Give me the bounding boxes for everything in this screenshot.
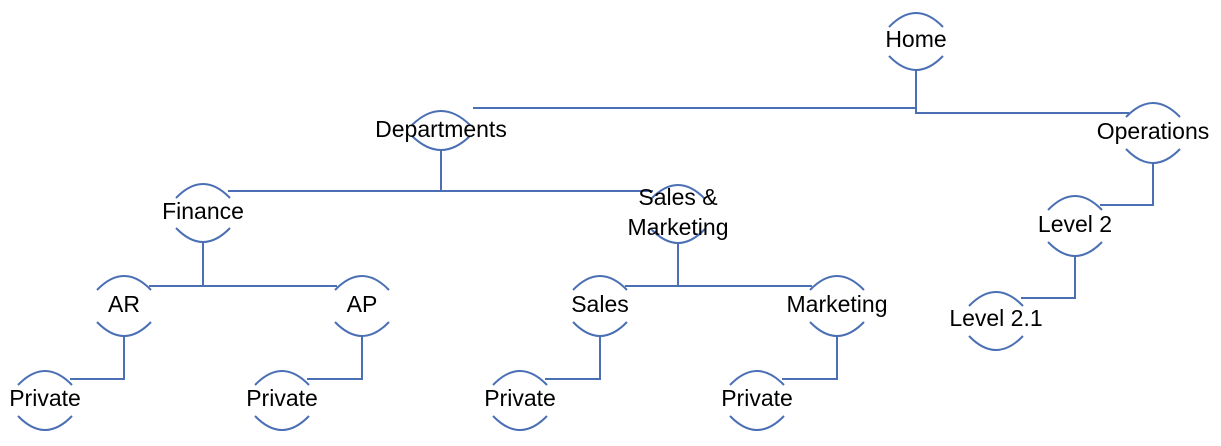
node-bottom-arc xyxy=(1125,148,1181,164)
node-bottom-arc xyxy=(411,135,471,151)
node-level-2-1: Level 2.1 xyxy=(949,291,1043,351)
node-top-arc xyxy=(96,275,152,291)
node-level-2: Level 2 xyxy=(1038,195,1112,257)
node-top-arc xyxy=(492,370,548,386)
node-label: AR xyxy=(108,291,140,317)
node-bottom-arc xyxy=(888,55,944,71)
node-bottom-arc xyxy=(492,415,548,431)
node-label: Departments xyxy=(375,116,507,142)
node-label-line-2: Marketing xyxy=(628,214,729,240)
node-ap: AP xyxy=(334,275,390,337)
node-label: AP xyxy=(347,291,378,317)
node-label: Level 2.1 xyxy=(949,305,1042,331)
connector-layer xyxy=(70,69,1154,380)
connector-sales-to-private-sales xyxy=(545,335,601,380)
connector-level-2-to-level-2-1 xyxy=(1021,255,1076,299)
node-bottom-arc xyxy=(968,335,1024,351)
connector-ap-to-private-ap xyxy=(307,335,363,380)
node-label: Operations xyxy=(1097,118,1210,144)
node-marketing: Marketing xyxy=(787,275,888,337)
connector-ar-to-private-ar xyxy=(70,335,125,380)
node-top-arc xyxy=(1047,195,1103,211)
node-private-marketing: Private xyxy=(721,370,793,431)
node-ar: AR xyxy=(96,275,152,337)
node-top-arc xyxy=(572,275,628,291)
connector-operations-to-level-2 xyxy=(1100,162,1154,206)
node-bottom-arc xyxy=(175,227,231,243)
node-private-ar: Private xyxy=(9,370,81,431)
node-label: Private xyxy=(9,385,81,411)
node-top-arc xyxy=(968,291,1024,307)
connector-home-to-departments xyxy=(473,69,917,109)
node-top-arc xyxy=(1125,102,1181,118)
node-top-arc xyxy=(334,275,390,291)
node-home: Home xyxy=(885,12,947,71)
node-top-arc xyxy=(888,12,944,28)
node-bottom-arc xyxy=(809,321,865,337)
node-bottom-arc xyxy=(96,321,152,337)
node-bottom-arc xyxy=(254,415,310,431)
node-label: Private xyxy=(721,385,793,411)
node-top-arc xyxy=(175,183,231,199)
node-top-arc xyxy=(254,370,310,386)
node-label: Marketing xyxy=(787,291,888,317)
connector-home-to-operations xyxy=(915,107,1129,114)
node-departments: Departments xyxy=(375,110,507,151)
node-private-ap: Private xyxy=(246,370,318,431)
node-top-arc xyxy=(729,370,785,386)
node-operations: Operations xyxy=(1097,102,1210,164)
node-label: Finance xyxy=(162,198,244,224)
connector-sales-marketing-to-sales xyxy=(625,242,679,287)
node-bottom-arc xyxy=(729,415,785,431)
node-top-arc xyxy=(17,370,73,386)
connector-marketing-to-private-marketing xyxy=(782,335,838,380)
node-bottom-arc xyxy=(17,415,73,431)
node-bottom-arc xyxy=(334,321,390,337)
node-label: Private xyxy=(484,385,556,411)
node-private-sales: Private xyxy=(484,370,556,431)
node-label: Level 2 xyxy=(1038,211,1112,237)
node-top-arc xyxy=(411,110,471,126)
node-sales: Sales xyxy=(571,275,629,337)
node-bottom-arc xyxy=(572,321,628,337)
node-bottom-arc xyxy=(650,228,706,244)
node-finance: Finance xyxy=(162,183,244,243)
node-label: Home xyxy=(885,26,946,52)
connector-finance-to-ar xyxy=(149,241,204,287)
node-label: Sales & xyxy=(638,184,717,210)
connector-departments-to-finance xyxy=(228,149,442,192)
node-top-arc xyxy=(650,184,706,200)
node-label: Private xyxy=(246,385,318,411)
node-bottom-arc xyxy=(1047,241,1103,257)
node-top-arc xyxy=(809,275,865,291)
node-label: Sales xyxy=(571,291,629,317)
node-sales-marketing: Sales & Marketing xyxy=(628,184,729,244)
